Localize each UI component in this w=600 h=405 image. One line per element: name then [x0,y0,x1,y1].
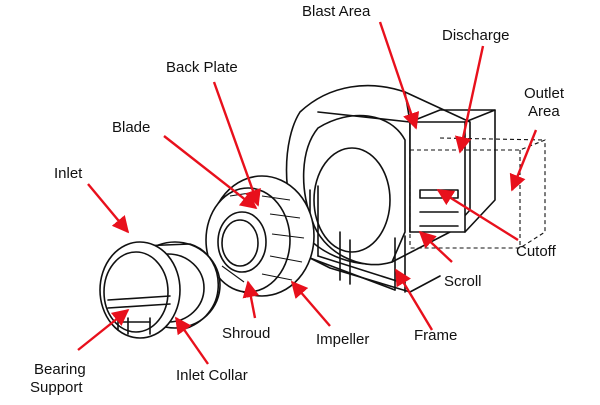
arrow-inlet [87,183,130,234]
label-outlet-area-2: Area [528,103,560,120]
label-blade: Blade [112,119,150,136]
arrow-blast-area [378,21,420,130]
inlet-collar-drawing [99,241,221,339]
label-impeller: Impeller [316,331,369,348]
label-inlet-collar: Inlet Collar [176,367,248,384]
arrow-cutoff [436,188,519,242]
label-bearing-support-1: Bearing [34,361,86,378]
labels: Blast Area Discharge Outlet Area Back Pl… [30,3,565,396]
label-inlet: Inlet [54,165,83,182]
arrow-back-plate [212,81,261,207]
arrow-scroll [418,230,453,263]
arrow-discharge [454,45,485,154]
arrow-shroud [242,280,260,319]
arrow-blade [163,135,258,210]
label-bearing-support-2: Support [30,379,83,396]
label-blast-area: Blast Area [302,3,371,20]
label-back-plate: Back Plate [166,59,238,76]
arrow-inlet-collar [175,316,209,365]
arrow-impeller [290,280,331,327]
pointer-arrows [77,21,538,365]
impeller-drawing [205,175,315,297]
arrow-bearing-support [77,308,130,351]
label-outlet-area-1: Outlet [524,85,565,102]
scroll-housing-drawing [285,84,546,293]
label-scroll: Scroll [444,273,482,290]
arrow-outlet-area [509,129,538,192]
label-frame: Frame [414,327,457,344]
label-shroud: Shroud [222,325,270,342]
arrow-frame [394,268,434,331]
label-discharge: Discharge [442,27,510,44]
label-cutoff: Cutoff [516,243,557,260]
